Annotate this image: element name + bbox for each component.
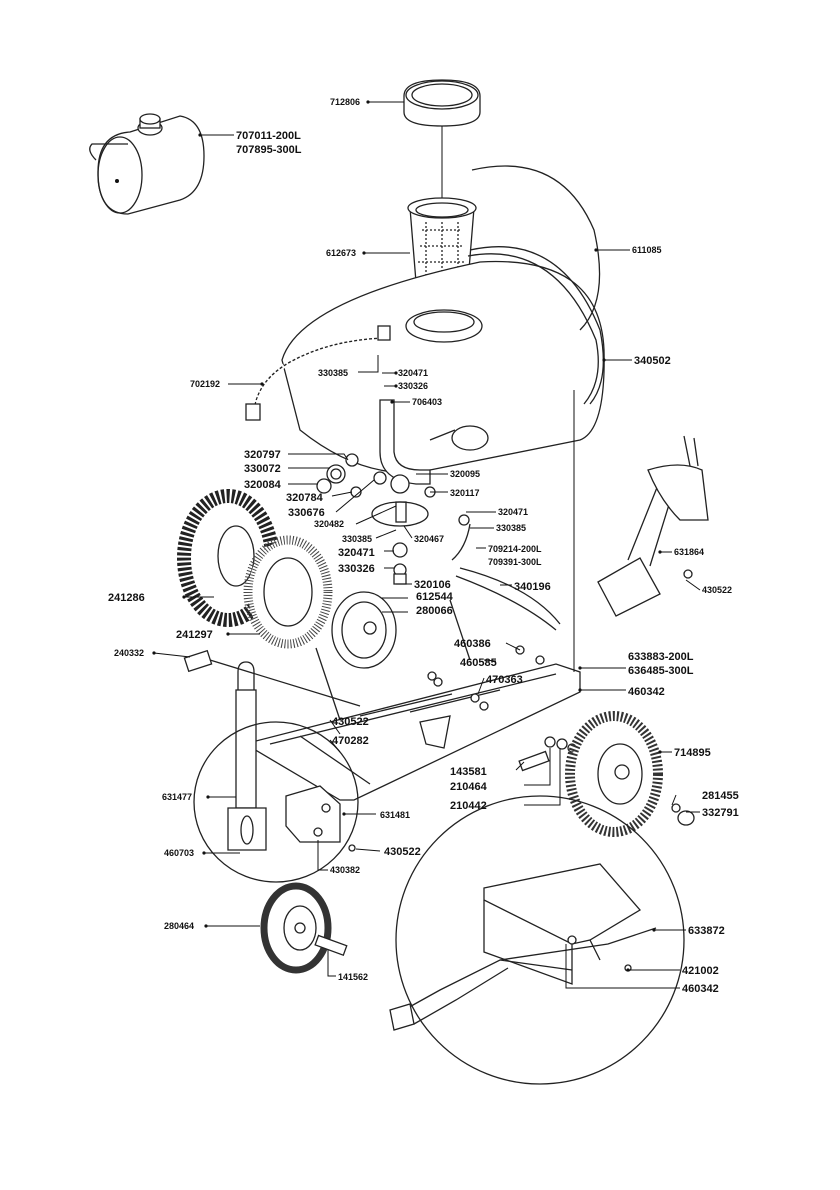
label-141562: 141562 xyxy=(338,972,368,982)
valve-assembly-drawing xyxy=(316,399,489,585)
label-320467: 320467 xyxy=(414,534,444,544)
label-330385-right: 330385 xyxy=(496,523,526,533)
label-281455: 281455 xyxy=(702,790,739,802)
label-320117: 320117 xyxy=(450,488,480,498)
label-460342-frame: 460342 xyxy=(628,686,665,698)
drawbar-drawing xyxy=(597,435,709,617)
hose-drawing xyxy=(245,325,391,421)
tank-lid-drawing xyxy=(403,79,481,200)
label-707011: 707011-200L xyxy=(236,130,301,142)
label-611085: 611085 xyxy=(632,245,662,255)
part-labels: 712806 707011-200L 707895-300L 612673 61… xyxy=(108,97,739,995)
label-612673: 612673 xyxy=(326,248,356,258)
label-707895: 707895-300L xyxy=(236,144,302,156)
label-460585: 460585 xyxy=(460,657,497,669)
label-330385-mid: 330385 xyxy=(342,534,372,544)
label-330326-mid: 330326 xyxy=(338,563,375,575)
label-470363: 470363 xyxy=(486,674,523,686)
label-612544: 612544 xyxy=(416,591,454,603)
label-143581: 143581 xyxy=(450,766,487,778)
label-320471-top: 320471 xyxy=(398,368,428,378)
chassis-frame-drawing xyxy=(251,390,581,801)
label-706403: 706403 xyxy=(412,397,442,407)
label-320482: 320482 xyxy=(314,519,344,529)
road-wheel-drawing xyxy=(565,711,695,837)
label-330326-top: 330326 xyxy=(398,381,428,391)
mudguard-strap-drawing xyxy=(455,567,561,631)
label-332791: 332791 xyxy=(702,807,739,819)
label-460703: 460703 xyxy=(164,848,194,858)
label-714895: 714895 xyxy=(674,747,711,759)
label-631477: 631477 xyxy=(162,792,192,802)
label-241286: 241286 xyxy=(108,592,145,604)
label-712806: 712806 xyxy=(330,97,360,107)
label-470282: 470282 xyxy=(332,735,369,747)
tank-thumbnail-drawing xyxy=(89,113,205,215)
tyre-drawing xyxy=(177,489,333,649)
label-631864: 631864 xyxy=(674,547,704,557)
label-210464: 210464 xyxy=(450,781,488,793)
label-709214: 709214-200L xyxy=(488,544,542,554)
label-460386: 460386 xyxy=(454,638,491,650)
label-430522-frame: 430522 xyxy=(332,716,369,728)
label-340502: 340502 xyxy=(634,355,671,367)
label-709391: 709391-300L xyxy=(488,557,542,567)
label-631481: 631481 xyxy=(380,810,410,820)
label-702192: 702192 xyxy=(190,379,220,389)
label-340196: 340196 xyxy=(514,581,551,593)
label-636485: 636485-300L xyxy=(628,665,694,677)
label-320471-right: 320471 xyxy=(498,507,528,517)
label-421002: 421002 xyxy=(682,965,719,977)
label-330072: 330072 xyxy=(244,463,281,475)
label-430522-leg: 430522 xyxy=(384,846,421,858)
label-633872: 633872 xyxy=(688,925,725,937)
label-320106: 320106 xyxy=(414,579,451,591)
label-633883: 633883-200L xyxy=(628,651,694,663)
trailer-frame-inset-drawing xyxy=(389,795,685,1085)
label-320784: 320784 xyxy=(286,492,324,504)
label-320095: 320095 xyxy=(450,469,480,479)
wheel-rim-drawing xyxy=(331,591,397,669)
label-330385-top: 330385 xyxy=(318,368,348,378)
label-430382: 430382 xyxy=(330,865,360,875)
label-460342-inset: 460342 xyxy=(682,983,719,995)
label-241297: 241297 xyxy=(176,629,213,641)
label-240332: 240332 xyxy=(114,648,144,658)
label-320471-mid: 320471 xyxy=(338,547,375,559)
label-330676: 330676 xyxy=(288,507,325,519)
label-320084: 320084 xyxy=(244,479,282,491)
label-210442: 210442 xyxy=(450,800,487,812)
jockey-leg-drawing xyxy=(183,649,361,883)
label-280464: 280464 xyxy=(164,921,194,931)
label-dots xyxy=(152,100,662,972)
leader-lines xyxy=(153,101,701,989)
main-tank-drawing xyxy=(281,165,605,474)
label-280066: 280066 xyxy=(416,605,453,617)
label-430522-drawbar: 430522 xyxy=(702,585,732,595)
label-320797: 320797 xyxy=(244,449,281,461)
jockey-wheel-drawing xyxy=(260,882,348,974)
